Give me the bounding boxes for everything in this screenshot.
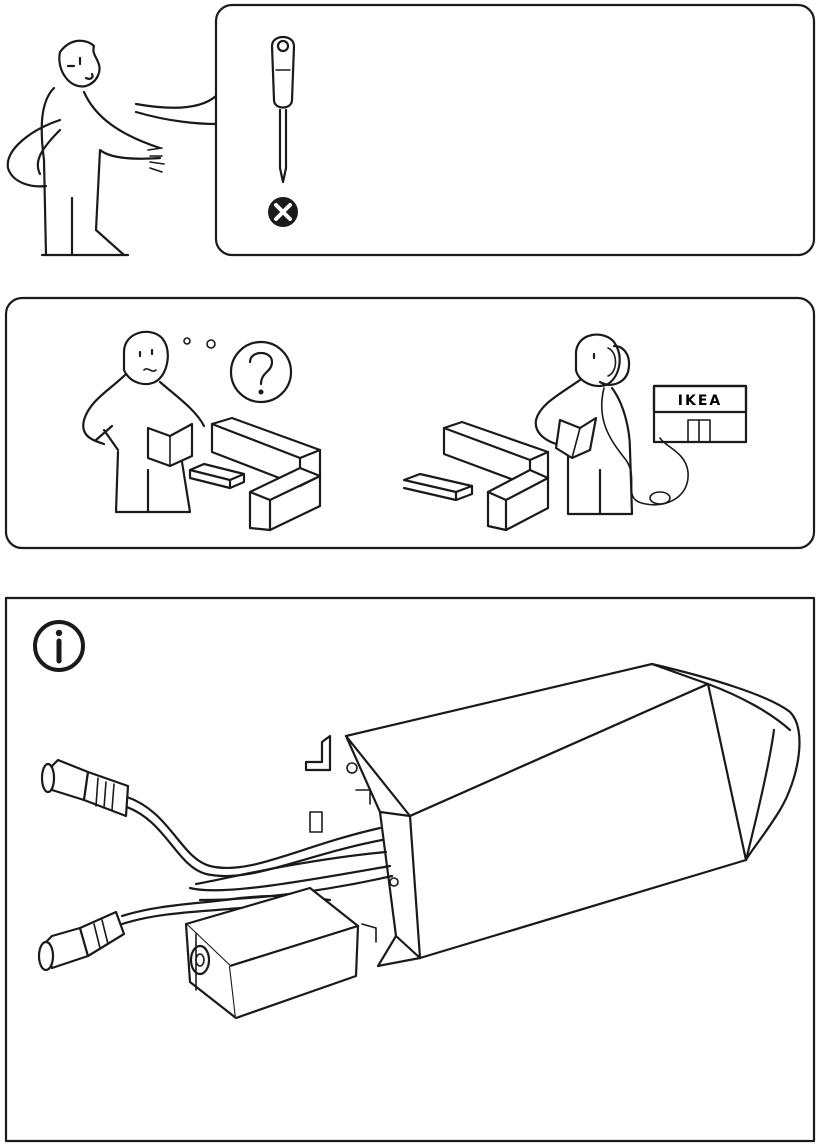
help-panel: IKEA [4, 296, 816, 550]
furniture-parts-right [402, 420, 550, 532]
info-panel [4, 596, 816, 1143]
tools-panel [6, 3, 816, 257]
info-icon [33, 620, 85, 672]
furniture-parts-left [188, 416, 322, 532]
phone-man-figure [534, 333, 689, 516]
instruction-man-figure [6, 39, 165, 257]
ikea-store-icon: IKEA [652, 384, 748, 444]
question-mark-icon [229, 340, 293, 404]
store-sign-text: IKEA [678, 393, 722, 409]
mounting-bracket [304, 734, 399, 943]
screwdriver-icon [270, 35, 296, 184]
upper-plug [40, 758, 130, 818]
x-circle-icon [268, 197, 298, 227]
confused-man-figure [82, 330, 216, 514]
lamp-shade [344, 662, 801, 968]
lower-plug [37, 910, 126, 972]
power-adapter [184, 886, 360, 1020]
